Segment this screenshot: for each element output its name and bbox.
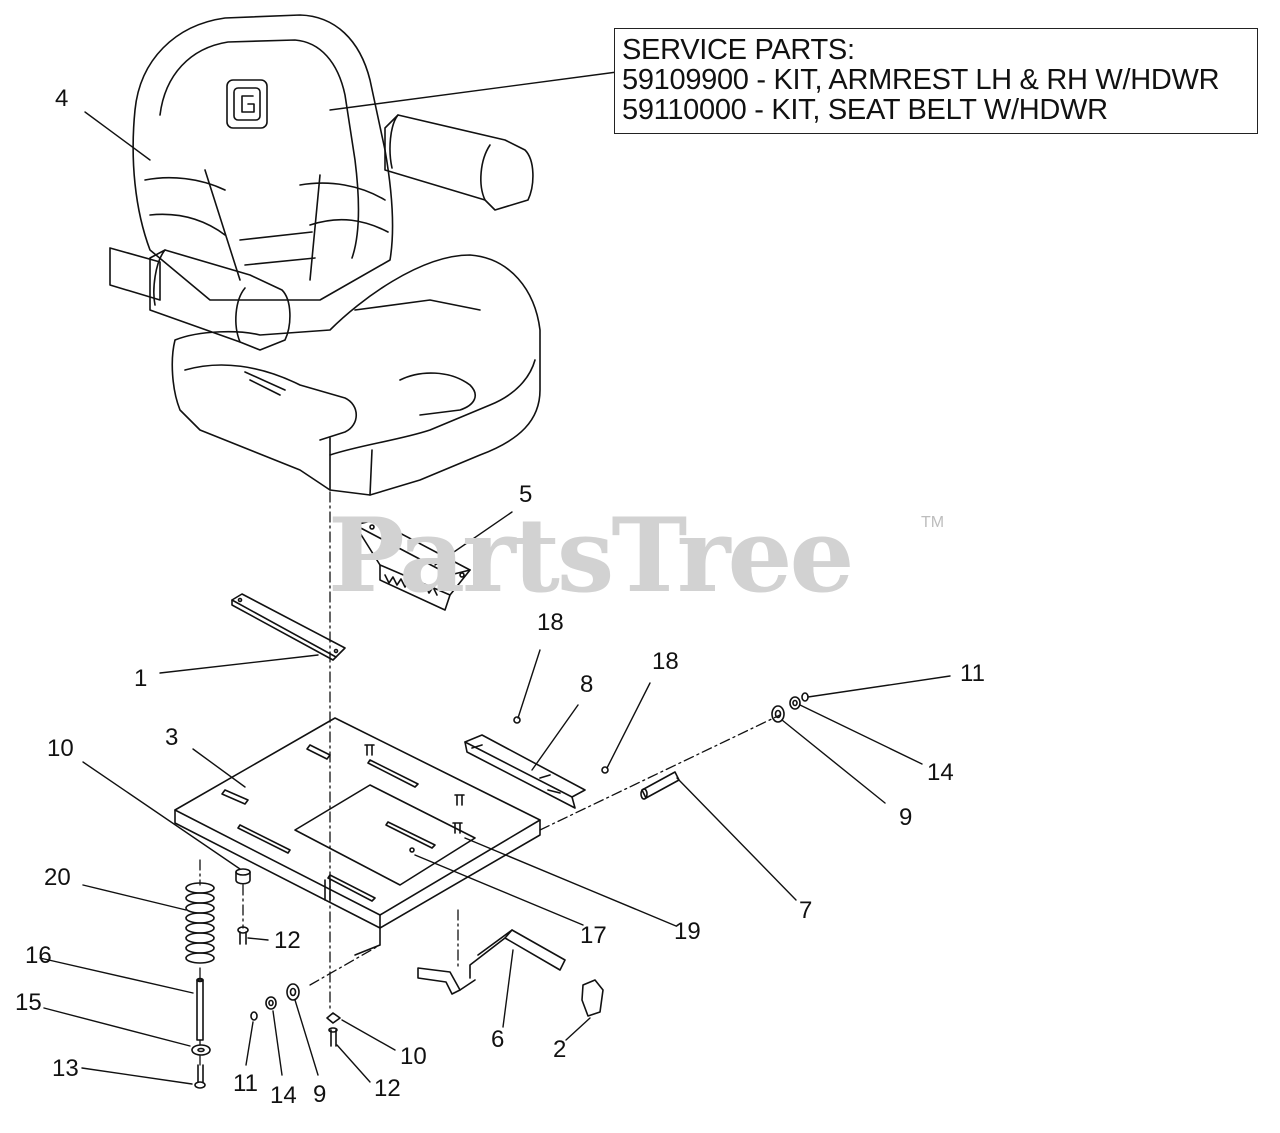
callout-17[interactable]: 17 (580, 922, 607, 949)
part-18-screw-a (513, 716, 521, 724)
callout-13[interactable]: 13 (52, 1055, 79, 1082)
part-2-cap (581, 979, 604, 1017)
leader-lines (39, 71, 951, 1085)
part-10-bumper-top (235, 868, 251, 885)
part-1-strap (231, 593, 346, 661)
callout-11-b[interactable]: 11 (233, 1070, 258, 1097)
callout-19[interactable]: 19 (674, 918, 701, 945)
alignment-lines (199, 491, 781, 1066)
part-5-adjuster-plate (354, 519, 471, 611)
part-8-bracket (464, 734, 586, 809)
callout-6[interactable]: 6 (491, 1026, 505, 1053)
callout-12-b[interactable]: 12 (374, 1075, 401, 1102)
part-14-washer-right (789, 696, 801, 710)
seat-assembly (109, 14, 541, 496)
part-3-seat-base (174, 717, 541, 956)
part-12-bolt-top (237, 926, 249, 945)
callout-2[interactable]: 2 (553, 1036, 567, 1063)
callout-9-a[interactable]: 9 (899, 804, 913, 831)
part-11-clip-right (801, 692, 809, 702)
parts-tree-watermark: PartsTree (328, 496, 854, 616)
callout-7[interactable]: 7 (799, 897, 813, 924)
part-12-bolt-bottom (328, 1027, 338, 1047)
part-7-pin (640, 771, 680, 800)
callout-1[interactable]: 1 (134, 665, 148, 692)
callout-3[interactable]: 3 (165, 724, 179, 751)
part-18-screw-b (601, 766, 609, 774)
service-part-armrest-kit: 59109900 - KIT, ARMREST LH & RH W/HDWR (622, 64, 1220, 96)
part-9-bushing-left (286, 983, 300, 1001)
part-10-bumper-bottom (326, 1012, 341, 1024)
part-13-bolt (194, 1064, 206, 1089)
callout-14-b[interactable]: 14 (270, 1082, 297, 1109)
callout-4[interactable]: 4 (55, 85, 69, 112)
callout-16[interactable]: 16 (25, 942, 52, 969)
callout-10-a[interactable]: 10 (47, 735, 74, 762)
part-6-lever (417, 929, 566, 995)
callout-10-b[interactable]: 10 (400, 1043, 427, 1070)
part-11-clip-left (250, 1011, 258, 1021)
part-9-bushing-right (771, 705, 785, 723)
service-parts-box: SERVICE PARTS: 59109900 - KIT, ARMREST L… (614, 28, 1258, 134)
callout-20[interactable]: 20 (44, 864, 71, 891)
callout-15[interactable]: 15 (15, 989, 42, 1016)
callout-9-b[interactable]: 9 (313, 1081, 327, 1108)
callout-5[interactable]: 5 (519, 481, 533, 508)
part-15-washer (191, 1044, 211, 1056)
part-20-spring (185, 882, 215, 964)
callout-18-b[interactable]: 18 (652, 648, 679, 675)
service-parts-title: SERVICE PARTS: (622, 34, 855, 66)
callout-18-a[interactable]: 18 (537, 609, 564, 636)
callout-11-a[interactable]: 11 (960, 660, 985, 687)
service-part-seat-belt-kit: 59110000 - KIT, SEAT BELT W/HDWR (622, 94, 1108, 126)
callout-14-a[interactable]: 14 (927, 759, 954, 786)
trademark-mark: TM (921, 514, 945, 531)
callout-8[interactable]: 8 (580, 671, 594, 698)
part-16-rod (196, 979, 204, 1041)
callout-12-a[interactable]: 12 (274, 927, 301, 954)
part-14-washer-left (265, 996, 277, 1010)
